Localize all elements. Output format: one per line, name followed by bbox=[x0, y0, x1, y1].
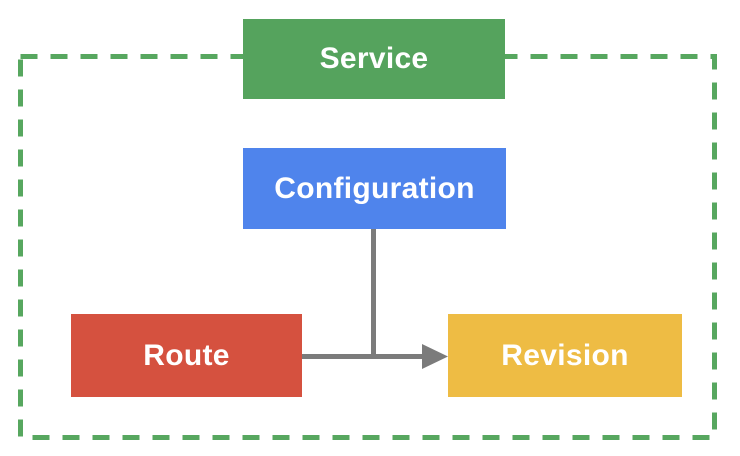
revision-node: Revision bbox=[448, 314, 682, 397]
configuration-node: Configuration bbox=[243, 148, 506, 229]
configuration-label: Configuration bbox=[274, 171, 475, 205]
route-label: Route bbox=[143, 338, 230, 372]
service-label: Service bbox=[319, 42, 429, 75]
arrowhead-icon bbox=[422, 344, 448, 369]
service-node: Service bbox=[243, 19, 505, 99]
route-node: Route bbox=[71, 314, 302, 397]
revision-label: Revision bbox=[501, 338, 629, 372]
